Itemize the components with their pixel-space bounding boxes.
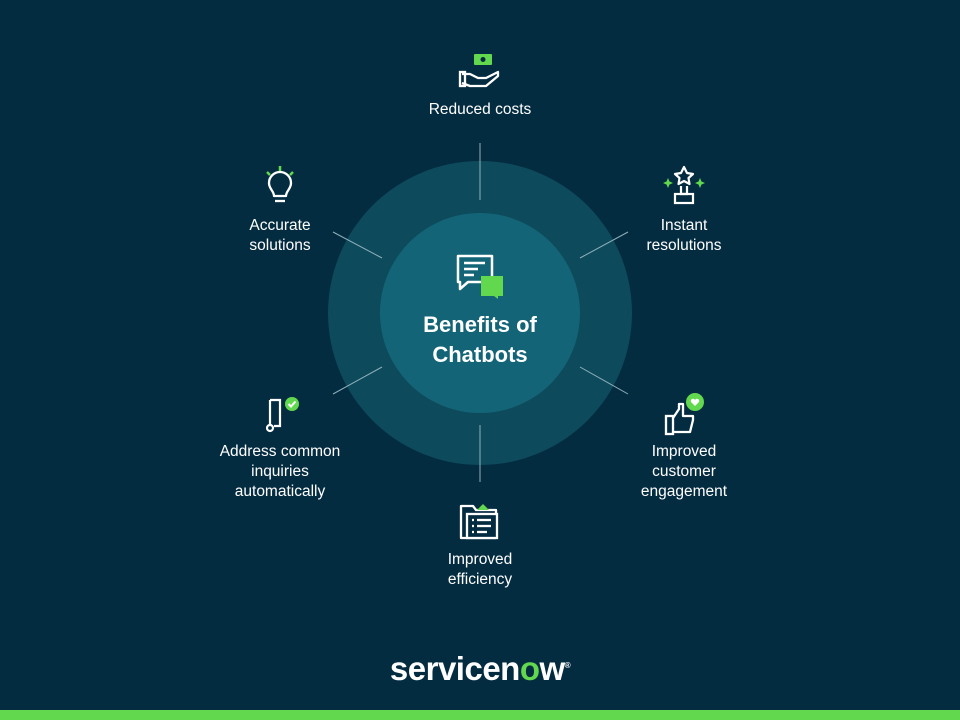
logo-o: o	[519, 650, 540, 687]
money-hand-icon	[458, 54, 500, 88]
servicenow-logo: servicenow®	[380, 650, 580, 688]
trophy-sparkle-icon	[663, 165, 705, 205]
center-title: Benefits of Chatbots	[380, 310, 580, 370]
benefit-label: Improved efficiency	[447, 551, 513, 588]
connector-top-right	[579, 231, 629, 259]
benefit-label: Reduced costs	[428, 101, 532, 118]
accent-bar	[0, 710, 960, 720]
benefit-label: Accurate solutions	[249, 217, 311, 254]
folder-list-icon	[459, 504, 499, 540]
benefit-label: Address common inquiries automatically	[219, 443, 341, 500]
title-line-1: Benefits of	[423, 312, 537, 337]
benefit-instant-resolutions: Instant resolutions	[594, 164, 774, 256]
thumbs-up-heart-icon	[664, 393, 704, 436]
lightbulb-icon	[266, 166, 294, 203]
connector-bottom-right	[579, 366, 629, 395]
benefit-label: Instant resolutions	[646, 217, 722, 254]
benefit-improved-efficiency: Improved efficiency	[390, 502, 570, 590]
flow-check-icon	[265, 397, 299, 433]
chat-bubbles-icon	[456, 254, 503, 299]
logo-registered-mark: ®	[564, 661, 571, 670]
benefit-address-common-inquiries: Address common inquiries automatically	[190, 392, 370, 502]
title-line-2: Chatbots	[432, 342, 528, 367]
logo-text-end: w	[539, 650, 566, 687]
center-circle	[380, 213, 580, 413]
benefit-improved-customer-engagement: Improved customer engagement	[594, 392, 774, 502]
benefit-accurate-solutions: Accurate solutions	[190, 164, 370, 256]
benefit-label: Improved customer engagement	[640, 443, 728, 500]
connector-bottom-left	[332, 366, 383, 395]
connector-top-left	[332, 231, 383, 259]
logo-text: servicen	[389, 650, 520, 687]
benefit-reduced-costs: Reduced costs	[390, 52, 570, 120]
